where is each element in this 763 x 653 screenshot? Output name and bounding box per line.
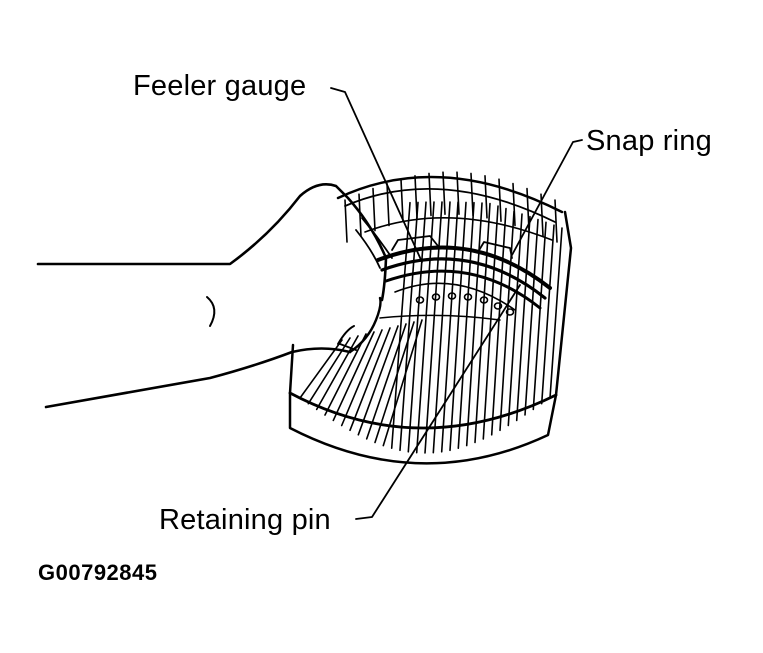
spline-groove — [549, 227, 563, 399]
drum-bottom-splines — [288, 391, 558, 430]
inner-bore-bottom — [379, 314, 501, 321]
rim-groove — [470, 172, 474, 217]
spline-groove — [424, 201, 443, 454]
snap-ring — [376, 245, 552, 290]
spline-groove — [407, 201, 427, 453]
spline-groove — [465, 202, 483, 447]
rim-groove — [512, 182, 516, 227]
rim-groove — [372, 187, 376, 232]
bore-hole — [431, 293, 441, 301]
spline-groove — [307, 337, 351, 405]
drum-holes — [415, 292, 515, 316]
spline-groove — [507, 213, 523, 427]
spline-groove — [524, 218, 539, 416]
spline-groove — [332, 331, 375, 422]
spline-groove — [532, 221, 547, 411]
rim-groove — [456, 171, 460, 215]
spline-groove — [440, 201, 459, 453]
figure-code: G00792845 — [38, 560, 158, 585]
drum-top-rim-back — [336, 175, 564, 214]
spline-groove — [499, 210, 515, 432]
snap-ring-label: Snap ring — [586, 125, 712, 157]
bore-hole — [479, 296, 489, 304]
spline-groove — [349, 327, 391, 432]
inner-bore-edge — [394, 282, 516, 311]
bore-hole — [415, 296, 425, 304]
wrist-crease — [206, 296, 216, 327]
pressure-plate-edge — [384, 269, 542, 310]
retaining-pin-tab-right — [477, 241, 513, 259]
retaining-pin-tab-left — [391, 235, 439, 251]
feeler-gauge-label: Feeler gauge — [133, 70, 307, 102]
drum-inner-back-edge — [364, 216, 553, 241]
spline-groove — [390, 201, 411, 450]
drum-base-band — [288, 391, 558, 465]
spline-groove — [399, 201, 419, 452]
thumb-nail — [337, 325, 357, 351]
spline-groove — [357, 325, 399, 436]
spline-groove — [474, 202, 491, 444]
feeler-gauge-blade — [380, 257, 547, 300]
bore-hole — [493, 302, 503, 310]
bore-hole — [505, 308, 515, 316]
rim-groove — [442, 171, 446, 215]
thumb-outline — [348, 296, 382, 354]
bore-hole — [463, 293, 473, 301]
rim-groove — [554, 199, 558, 243]
spline-groove — [432, 201, 451, 454]
bore-hole — [447, 292, 457, 300]
rim-groove — [498, 178, 502, 222]
rim-groove — [358, 193, 362, 237]
rim-groove — [428, 172, 432, 217]
retaining-pin-label: Retaining pin — [159, 504, 331, 536]
spline-groove — [515, 215, 531, 422]
feeler-gauge-leader — [330, 87, 423, 263]
rim-groove — [386, 182, 390, 227]
drum-splines — [299, 171, 563, 454]
snap-ring-leader — [511, 139, 583, 256]
rim-groove — [414, 175, 418, 219]
spline-groove — [449, 201, 467, 452]
spline-groove — [457, 201, 475, 450]
spline-groove — [490, 207, 507, 436]
rim-groove — [484, 175, 488, 219]
arm-lower-edge — [44, 347, 352, 409]
rim-groove — [344, 199, 348, 243]
retaining-pin-leader — [355, 284, 521, 520]
spline-groove — [324, 333, 367, 416]
spline-groove — [415, 201, 435, 454]
rim-groove — [400, 178, 404, 222]
spline-groove — [540, 224, 555, 405]
arm-upper-edge — [36, 183, 388, 302]
finger-lines — [355, 217, 393, 269]
spline-groove — [340, 329, 383, 427]
drum-right-wall — [554, 210, 573, 397]
